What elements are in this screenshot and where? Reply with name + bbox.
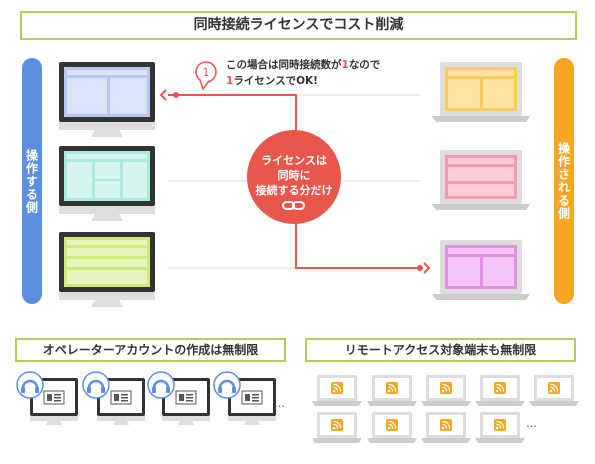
callout-line-2: 1ライセンスでOK! <box>226 75 318 87</box>
circle-text-2: 同時に <box>278 168 311 182</box>
arrow-right-icon <box>423 262 431 274</box>
bottom-left-banner: オペレーターアカウントの作成は無制限 <box>15 338 286 362</box>
connection-start-dot <box>173 92 179 98</box>
callout-number: 1 <box>203 66 210 79</box>
top-banner: 同時接続ライセンスでコスト削減 <box>20 11 577 40</box>
operated-side-bar: 操作される側 <box>554 58 574 304</box>
operator-side-label: 操作する側 <box>24 148 39 214</box>
link-icon <box>282 201 305 210</box>
operator-monitor-1 <box>59 62 155 137</box>
operator-side-bar: 操作する側 <box>22 58 42 304</box>
connection-end-dot <box>417 265 423 271</box>
circle-text-1: ライセンスは <box>261 154 327 167</box>
operated-side-label: 操作される側 <box>556 142 571 220</box>
license-circle <box>247 130 341 224</box>
operator-monitor-3 <box>59 232 155 307</box>
operator-monitor-2 <box>59 146 155 221</box>
target-laptop-2 <box>432 150 530 210</box>
target-laptop-3 <box>432 240 530 300</box>
target-laptop-1 <box>432 62 530 122</box>
arrow-left-icon <box>159 89 167 101</box>
callout-line-1: この場合は同時接続数が1なので <box>226 58 381 71</box>
callout-tail <box>199 79 210 91</box>
bottom-right-banner: リモートアクセス対象端末も無制限 <box>305 338 576 362</box>
circle-text-3: 接続する分だけ <box>256 183 333 197</box>
